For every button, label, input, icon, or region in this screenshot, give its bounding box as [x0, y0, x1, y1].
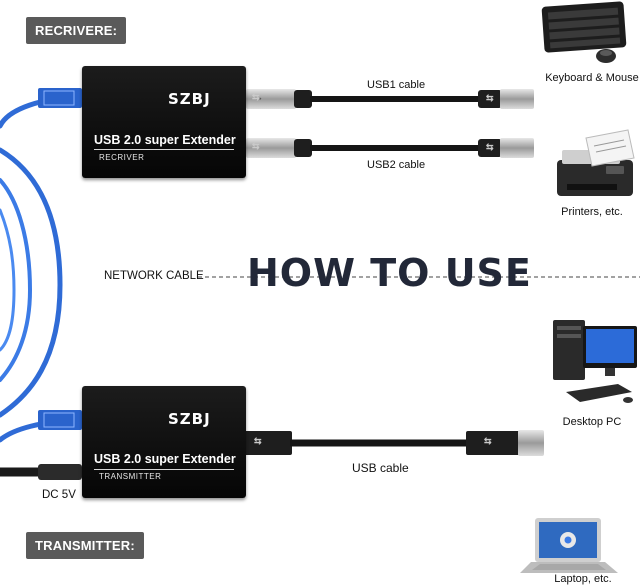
receiver-divider [94, 149, 234, 150]
usb2-cable-label: USB2 cable [367, 159, 426, 171]
transmitter-subtitle: TRANSMITTER [99, 472, 162, 481]
laptop-icon [520, 518, 618, 573]
transmitter-tag: TRANSMITTER: [26, 532, 144, 559]
network-cable-strand [0, 208, 16, 352]
usb-port-icon: ⇔ [254, 93, 263, 103]
usb-symbol-icon: ⇆ [486, 142, 494, 152]
transmitter-box: SZBJ USB 2.0 super Extender TRANSMITTER [82, 386, 246, 498]
dc-power-label: DC 5V [42, 489, 76, 501]
keyboard-mouse-icon [541, 1, 627, 63]
desktop-pc-icon [553, 320, 637, 403]
usb-symbol-icon: ⇆ [486, 93, 494, 103]
desktop-pc-label: Desktop PC [562, 416, 622, 428]
receiver-box: SZBJ USB 2.0 super Extender RECRIVER ⇔ [82, 66, 263, 178]
receiver-brand-logo: SZBJ [168, 90, 211, 108]
laptop-label: Laptop, etc. [554, 573, 612, 585]
printer-icon [557, 129, 635, 196]
transmitter-divider [94, 469, 234, 470]
dc-power-cable [0, 464, 82, 480]
rj45-plug [38, 410, 82, 430]
transmitter-brand-logo: SZBJ [168, 410, 211, 428]
receiver-subtitle: RECRIVER [99, 153, 145, 162]
usb2-cable-drawing [246, 138, 534, 158]
receiver-tag: RECRIVERE: [26, 17, 127, 44]
network-cable [0, 95, 93, 443]
transmitter-product-name: USB 2.0 super Extender [94, 452, 236, 466]
network-cable-label: NETWORK CABLE [104, 270, 204, 282]
network-cable-strand [0, 147, 63, 418]
usb1-cable-label: USB1 cable [367, 79, 426, 91]
usb-symbol-icon: ⇆ [254, 436, 262, 446]
usb1-cable-drawing [246, 89, 534, 109]
usb-symbol-icon: ⇆ [252, 141, 260, 151]
network-cable-strand [0, 178, 33, 382]
keyboard-mouse-label: Keyboard & Mouse [545, 72, 639, 84]
receiver-product-name: USB 2.0 super Extender [94, 133, 236, 147]
usb-symbol-icon: ⇆ [484, 436, 492, 446]
usb-cable-label: USB cable [352, 461, 409, 475]
rj45-plug [38, 88, 82, 108]
page-title: HOW TO USE [247, 251, 532, 295]
usb-symbol-icon: ⇆ [252, 92, 260, 102]
usb-cable-drawing [242, 430, 544, 456]
printer-label: Printers, etc. [561, 206, 623, 218]
